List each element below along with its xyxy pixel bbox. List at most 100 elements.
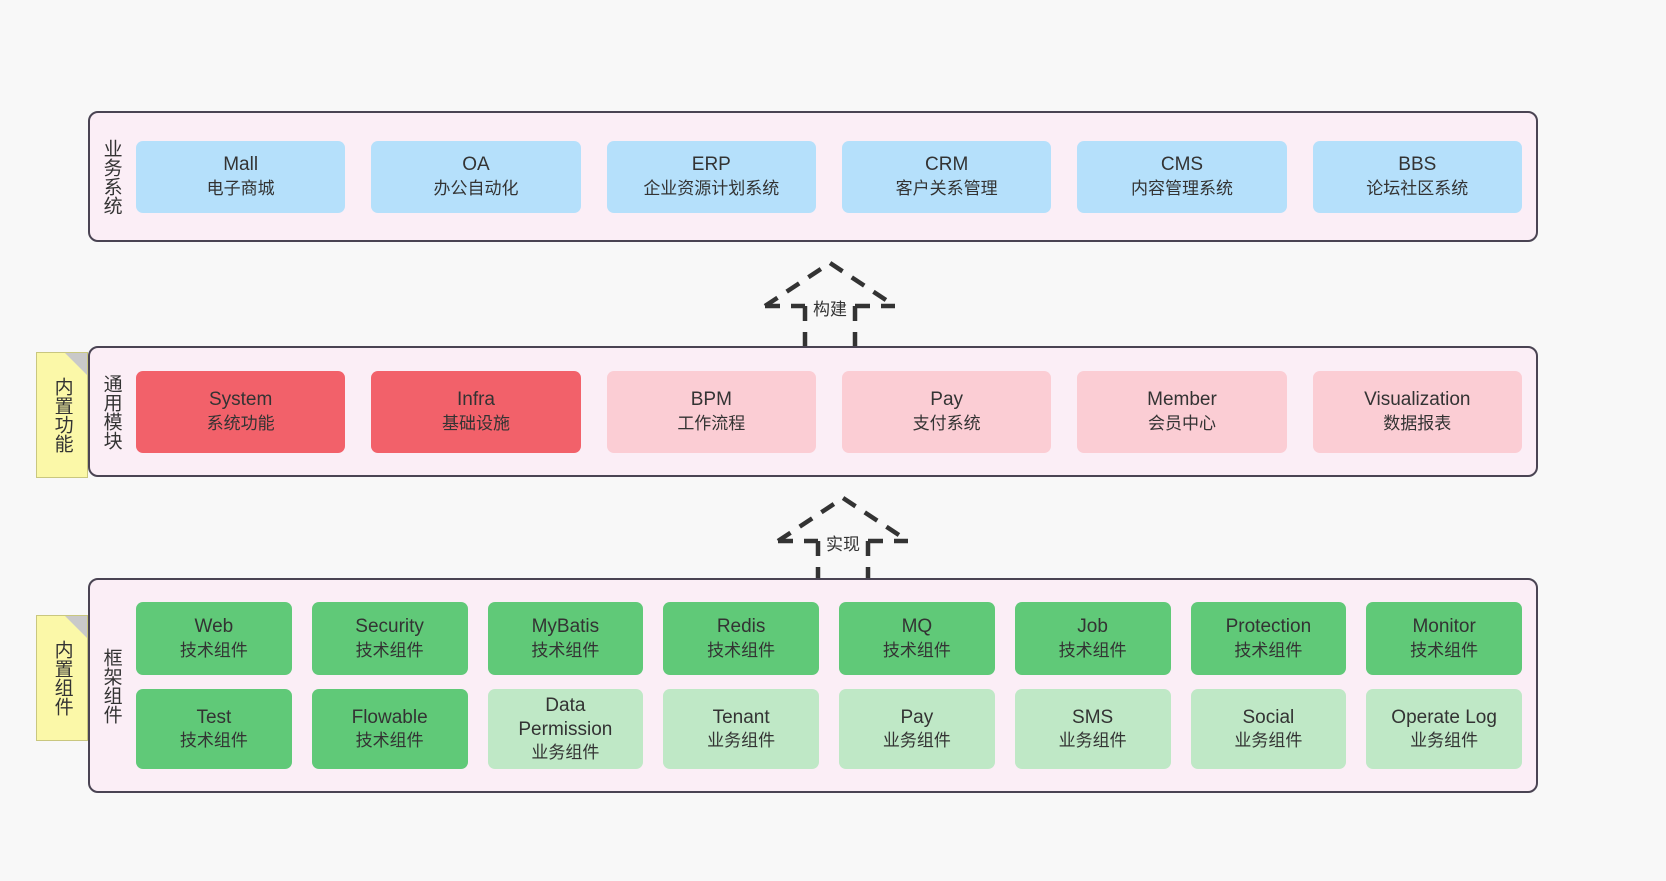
component-subtitle: 业务组件 <box>1058 731 1127 751</box>
component-subtitle: 业务组件 <box>1234 731 1303 751</box>
component-card-sms[interactable]: SMS 业务组件 <box>1014 689 1171 769</box>
component-title: Test <box>196 706 232 728</box>
module-subtitle: 办公自动化 <box>433 178 519 198</box>
module-title: Infra <box>456 389 495 411</box>
module-title: OA <box>462 154 490 176</box>
connector-label-build: 构建 <box>813 300 847 319</box>
module-title: BBS <box>1398 154 1437 176</box>
layer-body-framework-components: Web 技术组件 Security 技术组件 MyBatis 技术组件 Redi… <box>132 580 1536 791</box>
component-title: Security <box>355 616 424 638</box>
module-card-crm[interactable]: CRM 客户关系管理 <box>841 140 1052 213</box>
component-subtitle: 业务组件 <box>707 731 776 751</box>
component-card-protection[interactable]: Protection 技术组件 <box>1190 602 1347 675</box>
module-row: Web 技术组件 Security 技术组件 MyBatis 技术组件 Redi… <box>136 602 1522 675</box>
module-title: System <box>208 389 273 411</box>
module-card-mall[interactable]: Mall 电子商城 <box>136 140 346 213</box>
component-title: Operate Log <box>1391 706 1497 728</box>
note-fold-corner-icon <box>65 353 87 375</box>
module-card-system[interactable]: System 系统功能 <box>136 370 346 453</box>
component-subtitle: 业务组件 <box>1410 731 1479 751</box>
component-card-flowable[interactable]: Flowable 技术组件 <box>311 689 468 769</box>
module-subtitle: 基础设施 <box>441 413 510 433</box>
component-subtitle: 技术组件 <box>355 731 424 751</box>
sticky-note-builtin-features: 内置功能 <box>36 352 88 478</box>
component-card-security[interactable]: Security 技术组件 <box>311 602 468 675</box>
component-card-data-permission[interactable]: Data Permission 业务组件 <box>487 689 644 769</box>
component-card-redis[interactable]: Redis 技术组件 <box>663 602 819 675</box>
sticky-note-label: 内置组件 <box>51 640 73 716</box>
component-card-monitor[interactable]: Monitor 技术组件 <box>1366 602 1522 675</box>
component-card-job[interactable]: Job 技术组件 <box>1014 602 1171 675</box>
component-subtitle: 业务组件 <box>531 743 600 763</box>
component-title: Flowable <box>351 706 428 728</box>
component-card-mybatis[interactable]: MyBatis 技术组件 <box>487 602 644 675</box>
module-title: CMS <box>1160 154 1204 176</box>
component-card-operate-log[interactable]: Operate Log 业务组件 <box>1366 689 1522 769</box>
module-card-visualization[interactable]: Visualization 数据报表 <box>1312 370 1522 453</box>
connector-implement: 实现 <box>768 493 918 583</box>
module-card-cms[interactable]: CMS 内容管理系统 <box>1077 140 1287 213</box>
component-title: Social <box>1242 706 1295 728</box>
layer-title-framework-components: 框架组件 <box>100 647 122 724</box>
component-card-mq[interactable]: MQ 技术组件 <box>839 602 995 675</box>
component-subtitle: 技术组件 <box>1058 640 1127 660</box>
module-card-bpm[interactable]: BPM 工作流程 <box>606 370 816 453</box>
component-title: Protection <box>1225 616 1312 638</box>
module-card-oa[interactable]: OA 办公自动化 <box>371 140 581 213</box>
component-subtitle: 技术组件 <box>179 731 248 751</box>
module-subtitle: 内容管理系统 <box>1130 178 1233 198</box>
module-subtitle: 支付系统 <box>912 413 981 433</box>
connector-build: 构建 <box>755 258 905 348</box>
module-card-pay[interactable]: Pay 支付系统 <box>841 370 1052 453</box>
module-card-erp[interactable]: ERP 企业资源计划系统 <box>606 140 816 213</box>
module-subtitle: 工作流程 <box>677 413 746 433</box>
module-row: Test 技术组件 Flowable 技术组件 Data Permission … <box>136 689 1522 769</box>
component-subtitle: 技术组件 <box>355 640 424 660</box>
component-subtitle: 技术组件 <box>707 640 776 660</box>
component-card-tenant[interactable]: Tenant 业务组件 <box>663 689 819 769</box>
note-fold-corner-icon <box>65 616 87 638</box>
module-subtitle: 客户关系管理 <box>895 178 998 198</box>
component-title: Data Permission <box>518 694 613 741</box>
sticky-note-label: 内置功能 <box>51 377 73 453</box>
component-title: MQ <box>901 616 933 638</box>
component-card-web[interactable]: Web 技术组件 <box>136 602 292 675</box>
layer-body-general-modules: System 系统功能 Infra 基础设施 BPM 工作流程 Pay 支付系统 <box>132 348 1536 475</box>
component-title: Tenant <box>712 706 770 728</box>
component-subtitle: 技术组件 <box>882 640 951 660</box>
component-subtitle: 技术组件 <box>179 640 248 660</box>
layer-title-business-systems: 业务系统 <box>100 138 122 215</box>
module-row: System 系统功能 Infra 基础设施 BPM 工作流程 Pay 支付系统 <box>136 370 1522 453</box>
component-title: Web <box>194 616 234 638</box>
module-subtitle: 数据报表 <box>1383 413 1452 433</box>
module-title: ERP <box>691 154 731 176</box>
module-subtitle: 电子商城 <box>206 178 275 198</box>
module-title: Mall <box>223 154 259 176</box>
component-title: MyBatis <box>531 616 600 638</box>
component-title: Monitor <box>1412 616 1476 638</box>
component-subtitle: 技术组件 <box>1410 640 1479 660</box>
layer-general-modules: 通用模块 System 系统功能 Infra 基础设施 BPM 工作流程 <box>88 346 1538 477</box>
module-subtitle: 系统功能 <box>206 413 275 433</box>
component-title: Pay <box>900 706 934 728</box>
layer-business-systems: 业务系统 Mall 电子商城 OA 办公自动化 ERP 企业资源计划系统 <box>88 111 1538 242</box>
layer-framework-components: 框架组件 Web 技术组件 Security 技术组件 MyBatis 技术组件 <box>88 578 1538 793</box>
module-subtitle: 会员中心 <box>1147 413 1216 433</box>
layer-title-general-modules: 通用模块 <box>100 373 122 450</box>
module-subtitle: 论坛社区系统 <box>1366 178 1469 198</box>
module-title: Pay <box>930 389 964 411</box>
module-card-bbs[interactable]: BBS 论坛社区系统 <box>1312 140 1522 213</box>
component-card-test[interactable]: Test 技术组件 <box>136 689 292 769</box>
component-title: SMS <box>1072 706 1114 728</box>
module-card-member[interactable]: Member 会员中心 <box>1077 370 1287 453</box>
module-card-infra[interactable]: Infra 基础设施 <box>371 370 581 453</box>
component-card-pay[interactable]: Pay 业务组件 <box>839 689 995 769</box>
sticky-note-builtin-components: 内置组件 <box>36 615 88 741</box>
generalization-arrow-icon <box>776 495 910 583</box>
component-card-social[interactable]: Social 业务组件 <box>1190 689 1347 769</box>
module-title: Visualization <box>1364 389 1471 411</box>
generalization-arrow-icon <box>763 260 897 348</box>
module-subtitle: 企业资源计划系统 <box>643 178 780 198</box>
component-subtitle: 业务组件 <box>882 731 951 751</box>
